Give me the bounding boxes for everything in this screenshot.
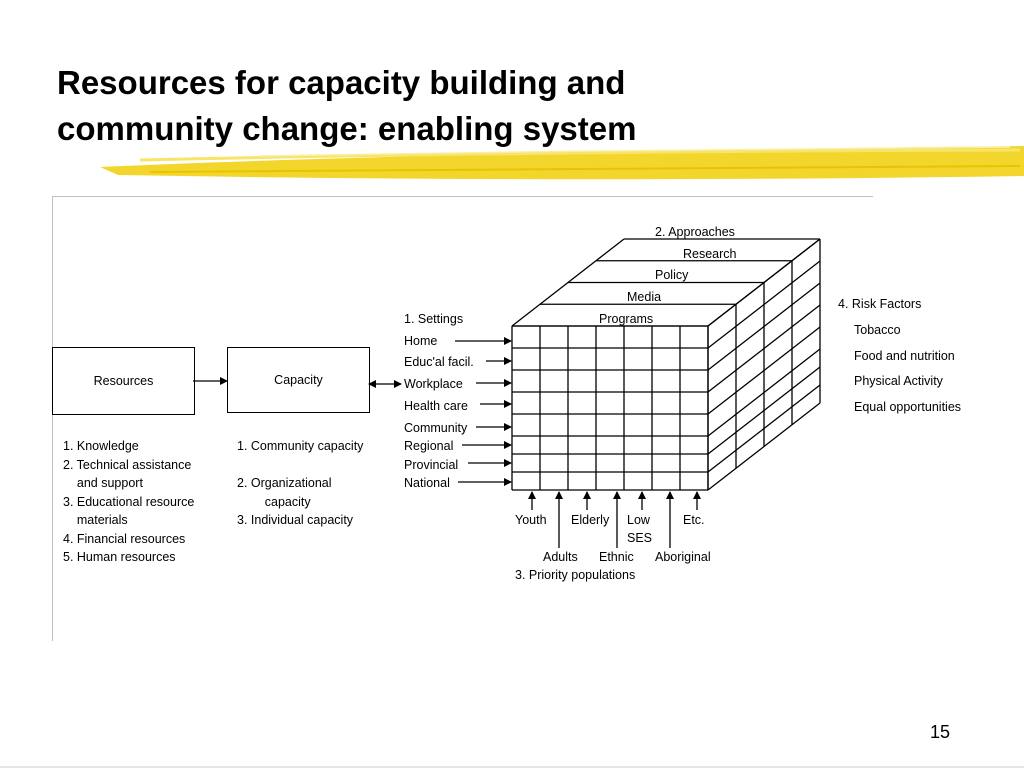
setting-health-care: Health care: [404, 399, 468, 413]
capacity-list-item: 2. Organizational: [237, 476, 332, 490]
cube-side-row-line: [707, 238, 821, 327]
approaches-heading: 2. Approaches: [655, 225, 735, 239]
capacity-box-label: Capacity: [274, 373, 323, 387]
cube-top-left-edge: [511, 238, 625, 327]
population-elderly: Elderly: [571, 513, 610, 527]
capacity-list-item: capacity: [237, 494, 311, 509]
population-ses: SES: [627, 531, 653, 545]
population-low: Low: [627, 513, 650, 527]
setting-educ-al-facil: Educ'al facil.: [404, 355, 474, 369]
capacity-list: 1. Community capacity 2. Organizational …: [237, 437, 363, 530]
capacity-list-item: 1. Community capacity: [237, 439, 364, 453]
risk-physical-activity: Physical Activity: [854, 374, 943, 388]
cube-side-row-line: [707, 282, 821, 371]
approach-programs: Programs: [599, 312, 654, 326]
population-youth: Youth: [515, 513, 547, 527]
population-adults: Adults: [543, 550, 578, 564]
resources-list: 1. Knowledge 2. Technical assistance and …: [63, 437, 194, 567]
risk-equal-opportunities: Equal opportunities: [854, 400, 962, 414]
cube-side-row-line: [707, 304, 821, 393]
risk-tobacco: Tobacco: [854, 323, 901, 337]
approach-policy: Policy: [655, 268, 689, 282]
resources-list-item: materials: [63, 513, 128, 527]
resources-box-label: Resources: [93, 374, 154, 388]
setting-workplace: Workplace: [404, 377, 463, 391]
cube-side-row-line: [707, 402, 821, 491]
diagram-frame: [52, 196, 873, 641]
risk-factors-heading: 4. Risk Factors: [838, 297, 922, 311]
yellow-brush-stroke: [100, 146, 1024, 180]
setting-provincial: Provincial: [404, 458, 459, 472]
setting-community: Community: [404, 421, 468, 435]
cube-side-row-line: [707, 366, 821, 455]
setting-home: Home: [404, 334, 438, 348]
population-etc: Etc.: [683, 513, 705, 527]
populations-heading: 3. Priority populations: [515, 568, 636, 582]
resources-list-item: 2. Technical assistance: [63, 457, 192, 472]
setting-national: National: [404, 476, 450, 490]
slide-title: Resources for capacity building and comm…: [57, 60, 957, 152]
population-ethnic: Ethnic: [599, 550, 634, 564]
capacity-list-item: 3. Individual capacity: [237, 513, 354, 527]
population-aboriginal: Aboriginal: [655, 550, 711, 564]
resources-list-item: 3. Educational resource: [63, 494, 195, 509]
cube-side-row-line: [707, 260, 821, 349]
resources-list-item: 5. Human resources: [63, 550, 176, 564]
cube-side-row-line: [707, 326, 821, 415]
title-line-1: Resources for capacity building and: [57, 64, 626, 101]
approach-research: Research: [683, 247, 737, 261]
resources-list-item: 1. Knowledge: [63, 439, 139, 453]
risk-food-and-nutrition: Food and nutrition: [854, 349, 955, 363]
setting-regional: Regional: [404, 439, 454, 453]
cube-side-row-line: [707, 384, 821, 473]
title-line-2: community change: enabling system: [57, 110, 637, 147]
settings-heading: 1. Settings: [404, 312, 464, 326]
page-number: 15: [930, 722, 951, 742]
footer-line: [0, 766, 1024, 768]
resources-list-item: 4. Financial resources: [63, 531, 186, 546]
resources-list-item: and support: [63, 476, 143, 490]
cube-side-row-line: [707, 348, 821, 437]
approach-media: Media: [627, 290, 662, 304]
